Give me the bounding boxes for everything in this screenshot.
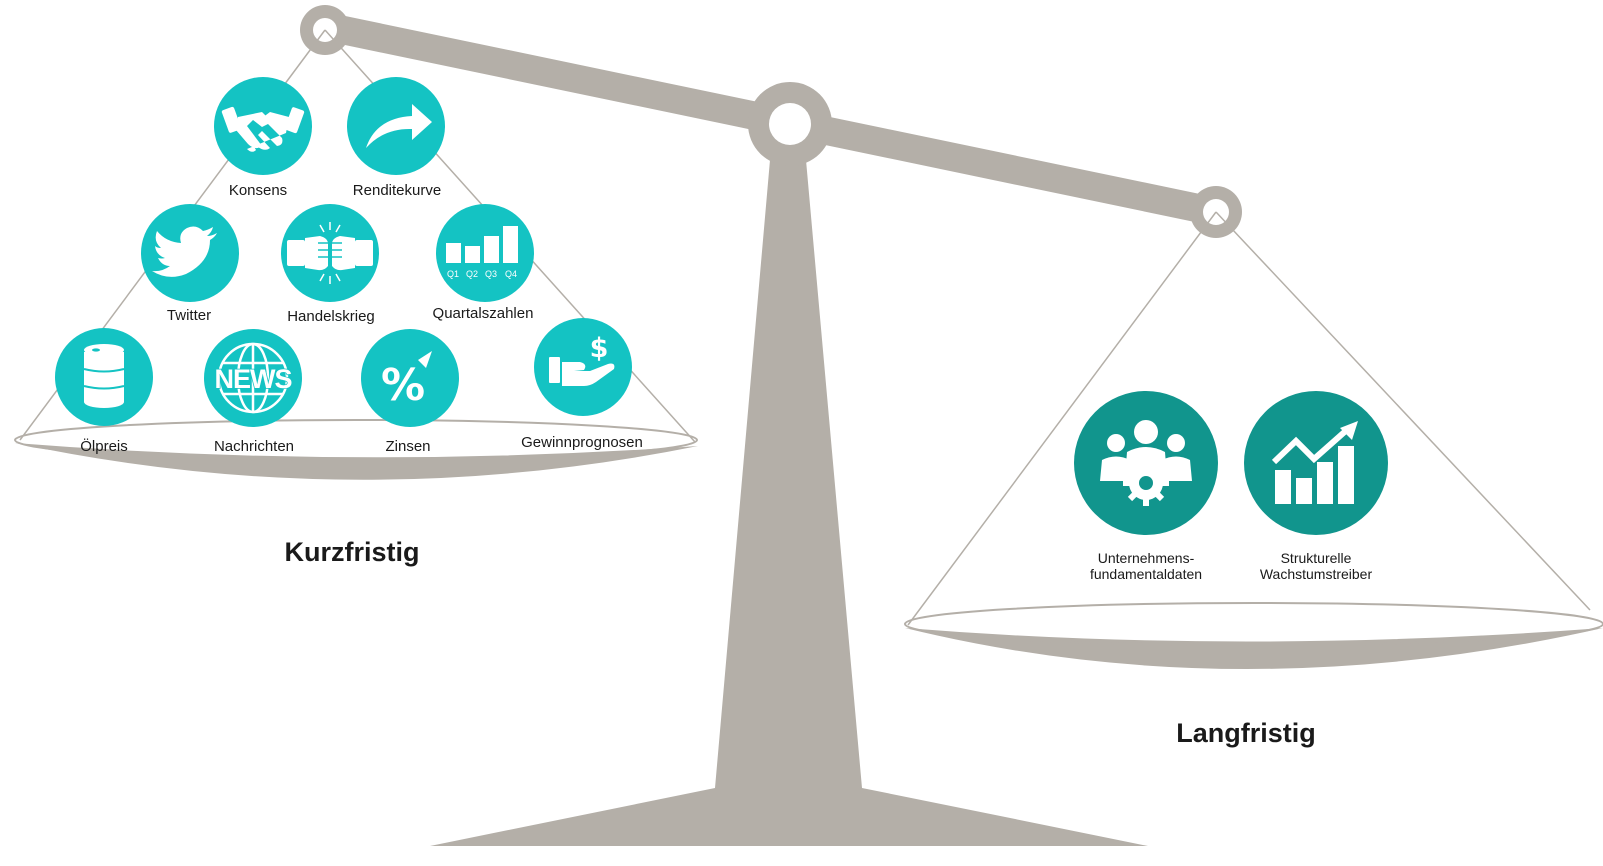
fundamentaldaten-label-line2: fundamentaldaten	[1090, 566, 1202, 582]
short-term-title: Kurzfristig	[285, 537, 420, 567]
left-pan	[14, 419, 698, 480]
wachstumstreiber-label-line2: Wachstumstreiber	[1260, 566, 1373, 582]
wachstumstreiber-label-line1: Strukturelle	[1281, 550, 1352, 566]
oelpreis-label: Ölpreis	[80, 437, 128, 455]
long-term-title: Langfristig	[1176, 718, 1316, 748]
twitter-item	[141, 204, 239, 302]
q4-text: Q4	[505, 269, 517, 279]
nachrichten-label: Nachrichten	[214, 438, 294, 455]
handelskrieg-item	[281, 204, 379, 302]
q3-text: Q3	[485, 269, 497, 279]
oelpreis-item	[55, 328, 153, 426]
zinsen-item: %	[361, 329, 459, 427]
quartalszahlen-item: Q1 Q2 Q3 Q4	[436, 204, 534, 302]
konsens-item	[214, 77, 312, 175]
gewinnprognosen-label: Gewinnprognosen	[521, 434, 643, 451]
renditekurve-label: Renditekurve	[353, 182, 441, 199]
q1-text: Q1	[447, 269, 459, 279]
right-pan	[904, 602, 1603, 669]
wachstumstreiber-item	[1244, 391, 1388, 535]
quartalszahlen-label: Quartalszahlen	[433, 305, 534, 322]
zinsen-label: Zinsen	[385, 438, 430, 455]
fundamentaldaten-label-line1: Unternehmens-	[1098, 550, 1195, 566]
percent-icon-text: %	[381, 360, 425, 411]
konsens-label: Konsens	[229, 182, 287, 199]
scale-base	[430, 160, 1148, 846]
renditekurve-item	[347, 77, 445, 175]
news-icon-text: NEWS	[215, 364, 292, 394]
q2-text: Q2	[466, 269, 478, 279]
handelskrieg-label: Handelskrieg	[287, 308, 375, 325]
gewinnprognosen-item: $	[534, 318, 632, 416]
growth-chart-icon	[1244, 391, 1388, 535]
nachrichten-item: NEWS	[204, 329, 302, 427]
percent-arrow-icon	[361, 329, 459, 427]
twitter-label: Twitter	[167, 307, 211, 324]
dollar-icon-text: $	[590, 333, 609, 364]
fist-bump-icon	[281, 204, 379, 302]
fundamentaldaten-item	[1074, 391, 1218, 535]
